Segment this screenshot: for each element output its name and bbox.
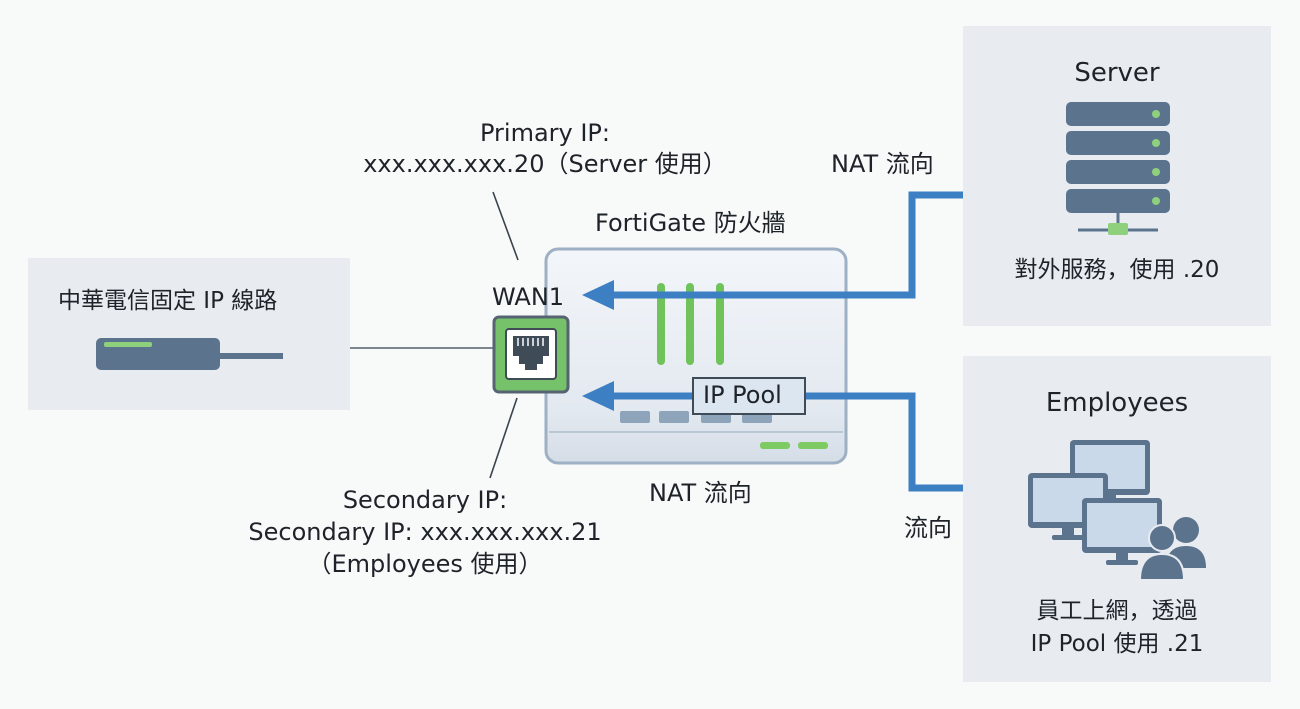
isp-modem-icon <box>96 338 283 370</box>
secondary-ip-usage: （Employees 使用） <box>307 550 543 578</box>
server-nat-flow-arrow <box>610 191 963 299</box>
server-rack-icon <box>1066 102 1170 235</box>
employees-flow-arrowhead <box>582 381 614 411</box>
server-title: Server <box>1074 58 1160 88</box>
secondary-ip-leader <box>489 397 518 479</box>
employees-computers-icon <box>1028 440 1206 581</box>
employees-title: Employees <box>1045 388 1189 418</box>
server-nat-arrowhead <box>582 280 614 310</box>
wan1-port-icon <box>492 315 570 394</box>
employees-caption-line2: IP Pool 使用 .21 <box>1030 631 1204 657</box>
isp-panel <box>28 258 350 410</box>
primary-ip-value: xxx.xxx.xxx.20（Server 使用） <box>363 150 727 178</box>
ip-pool-label: IP Pool <box>703 381 782 409</box>
server-nat-label: NAT 流向 <box>831 150 934 178</box>
ip-pool-box <box>692 377 806 415</box>
secondary-ip-value: Secondary IP: xxx.xxx.xxx.21 <box>248 518 602 546</box>
employees-flow-label: 流向 <box>904 514 952 542</box>
employees-caption-line1: 員工上網，透過 <box>1036 598 1198 624</box>
firewall-title: FortiGate 防火牆 <box>595 209 786 237</box>
bottom-nat-label: NAT 流向 <box>649 479 752 507</box>
wan1-label: WAN1 <box>492 283 565 311</box>
firewall-device-icon <box>544 247 848 465</box>
server-caption: 對外服務，使用 .20 <box>1014 257 1220 283</box>
isp-label: 中華電信固定 IP 線路 <box>58 288 278 314</box>
primary-ip-leader <box>492 191 519 261</box>
primary-ip-label: Primary IP: <box>479 119 610 147</box>
secondary-ip-label: Secondary IP: <box>342 486 508 514</box>
